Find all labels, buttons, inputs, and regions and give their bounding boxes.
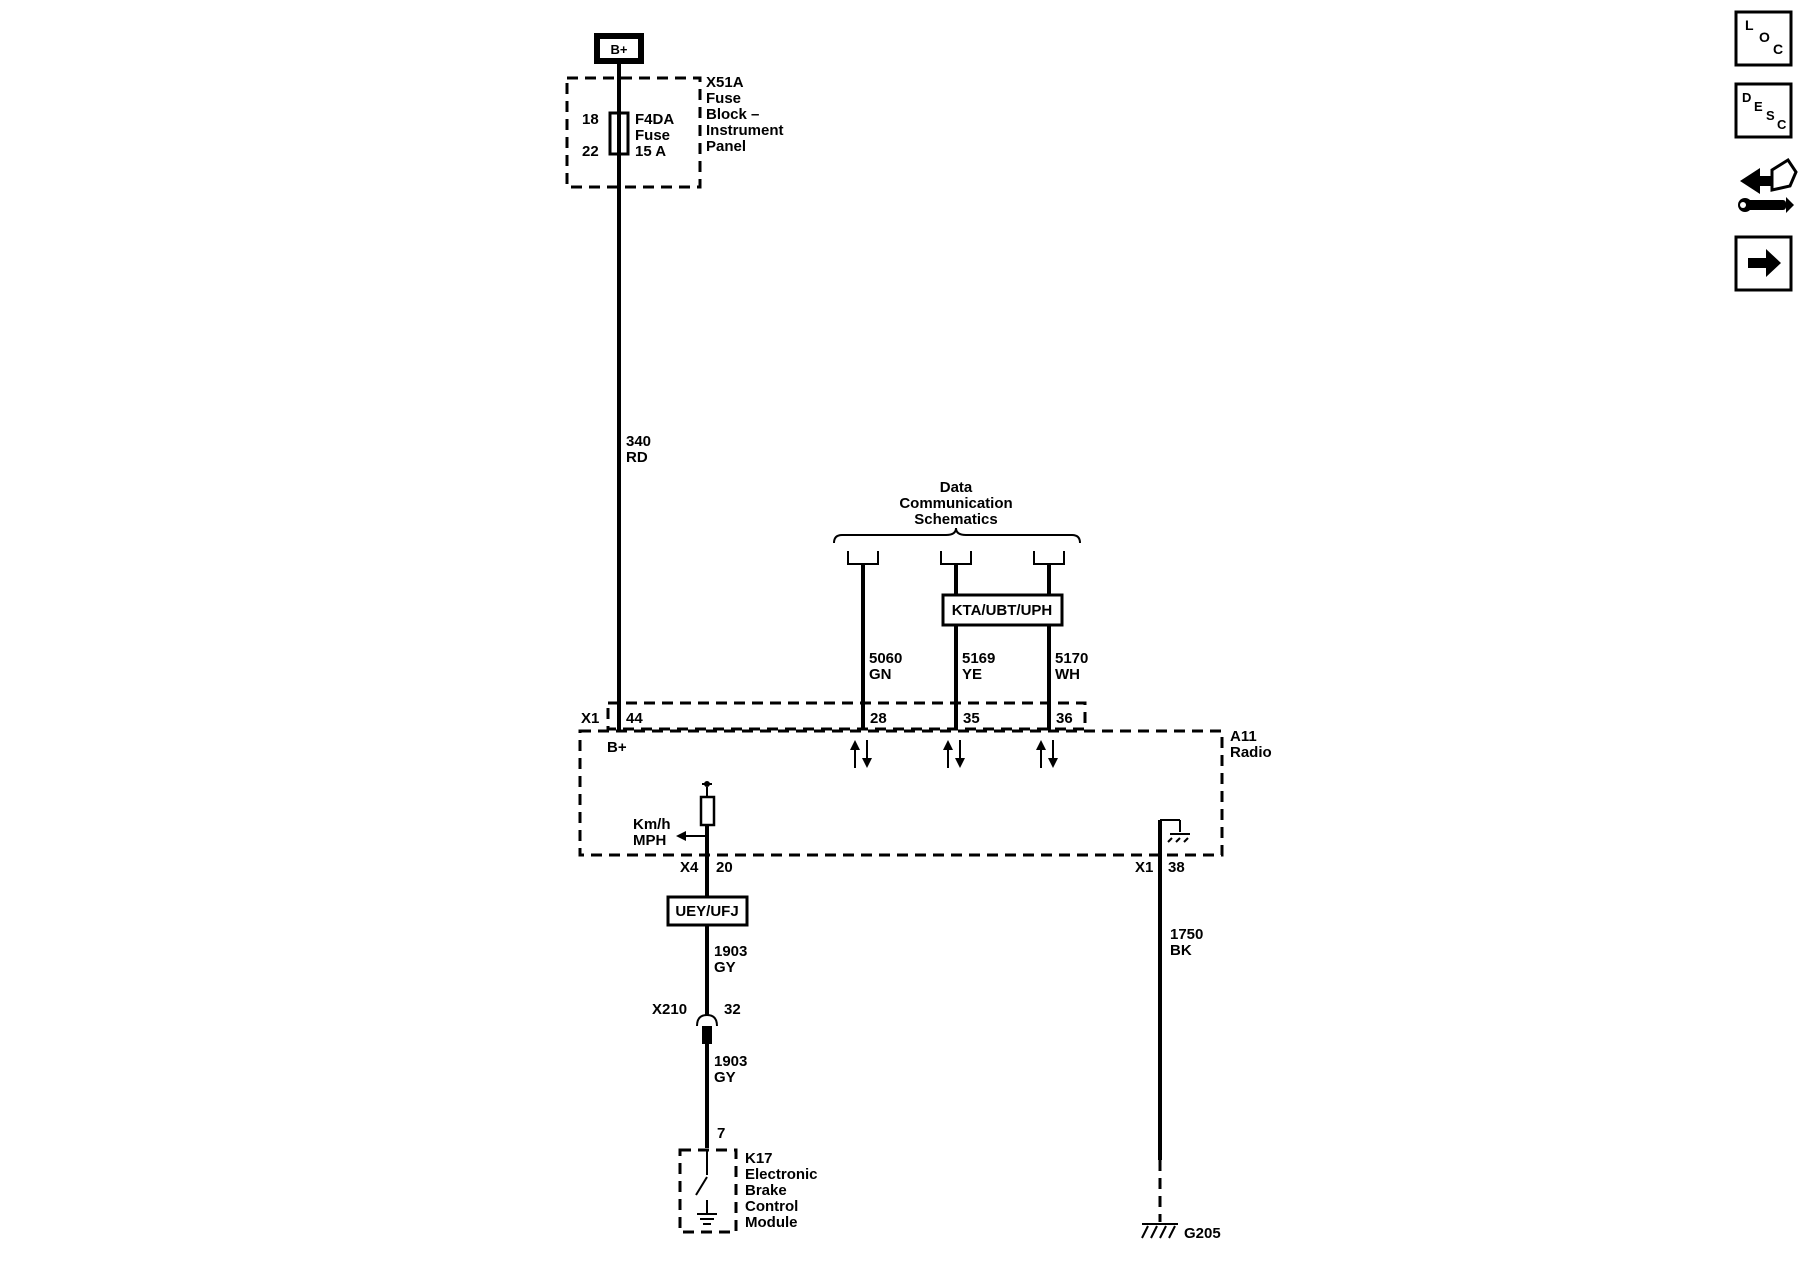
fuse-pin-in: 18 (582, 111, 599, 128)
ebcm-pin: 7 (717, 1125, 725, 1142)
desc-button[interactable]: D E S C (1734, 82, 1793, 139)
option-box-kta-label: KTA/UBT/UPH (952, 602, 1053, 619)
data-comm-line: Communication (899, 495, 1012, 512)
fuse-label: F4DA Fuse 15 A (635, 111, 674, 160)
fuse-block-outline (565, 76, 702, 189)
radio-ground-pin: 38 (1168, 859, 1185, 876)
data-comm-connector-wh (1033, 551, 1065, 565)
radio-ground-connector: X1 (1135, 859, 1153, 876)
wire-5169-color: YE (962, 666, 982, 683)
wire-340-color: RD (626, 449, 648, 466)
radio-name-line: Radio (1230, 744, 1272, 761)
battery-power-source: B+ (594, 33, 644, 64)
ebcm-name: K17 Electronic Brake Control Module (745, 1150, 818, 1231)
inline-connector-x210 (696, 1013, 718, 1044)
fuse-block-name-line: Instrument (706, 122, 784, 139)
speed-signal-arrow-icon (676, 831, 686, 841)
wire-5170-color: WH (1055, 666, 1080, 683)
desc-letter: C (1777, 117, 1787, 132)
desc-letter: S (1766, 108, 1775, 123)
data-comm-connector-ye (940, 551, 972, 565)
wire-5060-circuit: 5060 (869, 650, 902, 667)
option-box-uey-ufj (666, 895, 749, 927)
bidirectional-arrow-icon (943, 740, 965, 768)
fuse-block-name-line: X51A (706, 74, 744, 91)
radio-x1-connector-outline (606, 701, 1087, 731)
data-comm-line: Data (940, 479, 973, 496)
wire-1903-lower-circuit: 1903 (714, 1053, 747, 1070)
data-comm-connector-gn (847, 551, 879, 565)
data-comm-brace (833, 527, 1081, 544)
power-source-label: B+ (611, 42, 628, 57)
ground-g205-icon (1141, 1223, 1178, 1239)
loc-button[interactable]: L O C (1734, 10, 1793, 67)
data-comm-label: Data Communication Schematics (899, 479, 1012, 528)
ebcm-name-line: Electronic (745, 1166, 818, 1183)
fuse-pin-out: 22 (582, 143, 599, 160)
wire-1750-color: BK (1170, 942, 1192, 959)
loc-letter: L (1745, 17, 1754, 33)
ebcm-name-line: Control (745, 1198, 798, 1215)
radio-bplus-label: B+ (607, 739, 627, 756)
speed-input-pullup (676, 781, 716, 855)
wire-1903-lower-color: GY (714, 1069, 736, 1086)
radio-pin-wh: 36 (1056, 710, 1073, 727)
wire-5169-circuit: 5169 (962, 650, 995, 667)
radio-pin-bplus: 44 (626, 710, 643, 727)
next-button[interactable] (1734, 235, 1793, 292)
fuse-block-name-line: Panel (706, 138, 746, 155)
connector-wrench-icon[interactable] (1736, 155, 1798, 220)
inline-connector-pin: 32 (724, 1001, 741, 1018)
radio-module-outline (578, 729, 1224, 857)
ebcm-name-line: Module (745, 1214, 798, 1231)
radio-name: A11 Radio (1230, 728, 1272, 761)
desc-letter: E (1754, 99, 1763, 114)
fuse-label-line: 15 A (635, 143, 666, 160)
fuse-block-name-line: Block – (706, 106, 759, 123)
radio-speed-label-line: Km/h (633, 816, 671, 833)
wire-340-circuit: 340 (626, 433, 651, 450)
option-box-kta-ubt-uph (941, 593, 1064, 627)
fuse-block-name: X51A Fuse Block – Instrument Panel (706, 74, 784, 155)
radio-x4-pin: 20 (716, 859, 733, 876)
radio-pin-gn: 28 (870, 710, 887, 727)
wire-1750-circuit: 1750 (1170, 926, 1203, 943)
data-comm-line: Schematics (914, 511, 997, 528)
ebcm-name-line: K17 (745, 1150, 773, 1167)
radio-internal-ground (1158, 819, 1190, 1160)
right-arrow-icon (1748, 249, 1781, 277)
bidirectional-arrow-icon (1036, 740, 1058, 768)
wire-5060-color: GN (869, 666, 892, 683)
wire-5170-circuit: 5170 (1055, 650, 1088, 667)
radio-speed-label-line: MPH (633, 832, 666, 849)
radio-x4-label: X4 (680, 859, 699, 876)
fuse-block-name-line: Fuse (706, 90, 741, 107)
loc-letter: C (1773, 41, 1783, 57)
bidirectional-arrow-icon (850, 740, 872, 768)
radio-x1-label: X1 (581, 710, 599, 727)
radio-pin-ye: 35 (963, 710, 980, 727)
radio-name-line: A11 (1230, 728, 1257, 745)
wire-1903-upper-color: GY (714, 959, 736, 976)
ground-name: G205 (1184, 1225, 1221, 1242)
desc-letter: D (1742, 90, 1751, 105)
fuse-label-line: Fuse (635, 127, 670, 144)
loc-letter: O (1759, 29, 1770, 45)
fuse-label-line: F4DA (635, 111, 674, 128)
ebcm-name-line: Brake (745, 1182, 787, 1199)
wire-1903-upper-circuit: 1903 (714, 943, 747, 960)
option-box-uey-label: UEY/UFJ (675, 903, 738, 920)
inline-connector-name: X210 (652, 1001, 687, 1018)
ebcm-switch-icon (695, 1150, 717, 1225)
